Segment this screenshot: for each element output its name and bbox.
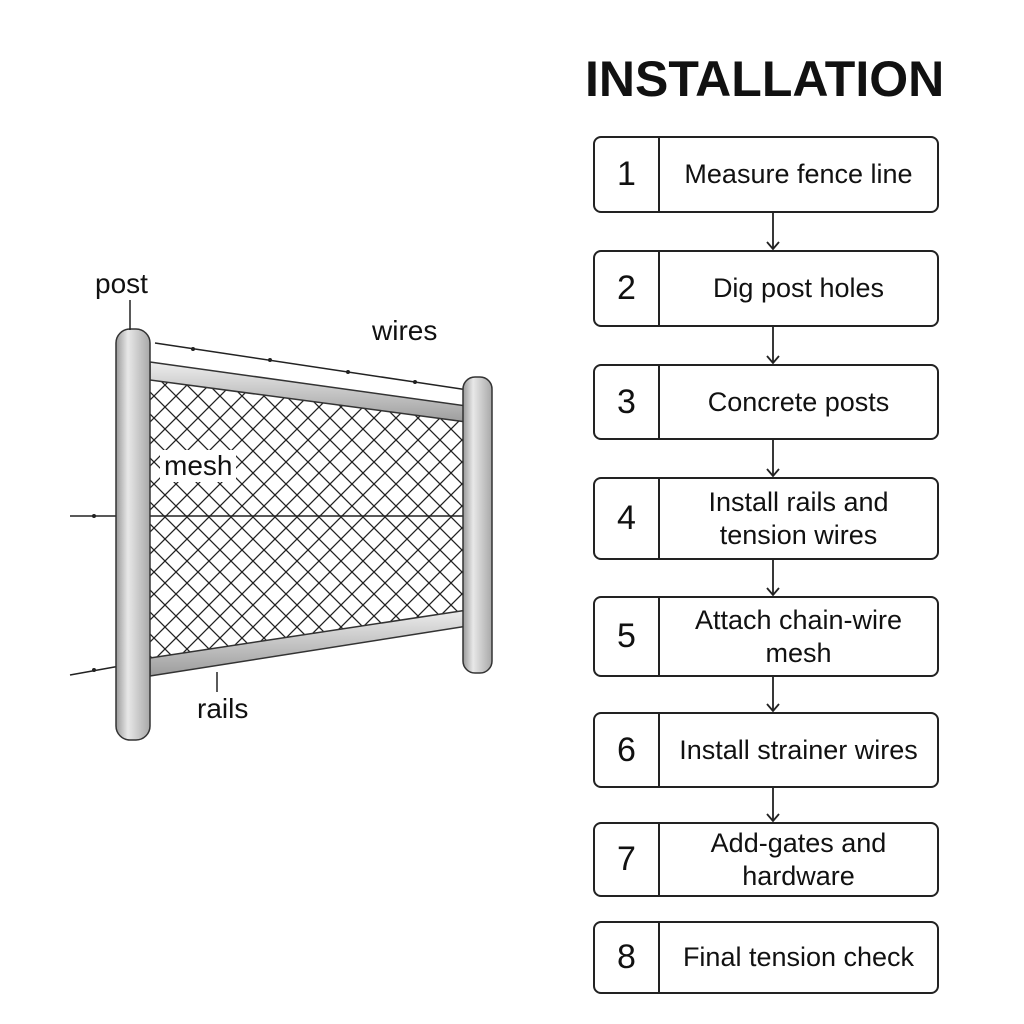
step-number: 6 [595, 714, 660, 786]
rails-label: rails [197, 693, 249, 724]
step-box: 6 Install strainer wires [593, 712, 939, 788]
post-label: post [95, 268, 148, 299]
step-label: Attach chain-wire mesh [694, 604, 903, 668]
step-label: Install rails and tension wires [708, 486, 889, 550]
step-number: 5 [595, 598, 660, 675]
down-arrow-icon [766, 677, 780, 712]
step-label: Final tension check [682, 942, 915, 972]
down-arrow-icon [766, 327, 780, 364]
page-title: INSTALLATION [585, 51, 945, 107]
step-label: Dig post holes [712, 273, 885, 303]
step-number: 3 [595, 366, 660, 438]
step-box: 2 Dig post holes [593, 250, 939, 327]
down-arrow-icon [766, 788, 780, 822]
mesh-label: mesh [160, 450, 237, 482]
step-label: Measure fence line [684, 159, 913, 189]
step-box: 1 Measure fence line [593, 136, 939, 213]
step-label: Add-gates and hardware [710, 827, 887, 891]
step-box: 4 Install rails and tension wires [593, 477, 939, 560]
down-arrow-icon [766, 213, 780, 250]
left-post [115, 328, 151, 741]
right-post [462, 376, 493, 674]
step-box: 7 Add-gates and hardware [593, 822, 939, 897]
step-label: Concrete posts [707, 386, 890, 417]
step-number: 7 [595, 824, 660, 895]
wires-label: wires [372, 315, 438, 346]
step-number: 1 [595, 138, 660, 211]
step-box: 8 Final tension check [593, 921, 939, 994]
step-number: 8 [595, 923, 660, 992]
step-number: 4 [595, 479, 660, 558]
step-box: 3 Concrete posts [593, 364, 939, 440]
down-arrow-icon [766, 440, 780, 477]
step-label: Install strainer wires [679, 734, 918, 765]
chain-mesh [150, 380, 466, 662]
step-number: 2 [595, 252, 660, 325]
step-box: 5 Attach chain-wire mesh [593, 596, 939, 677]
down-arrow-icon [766, 560, 780, 596]
